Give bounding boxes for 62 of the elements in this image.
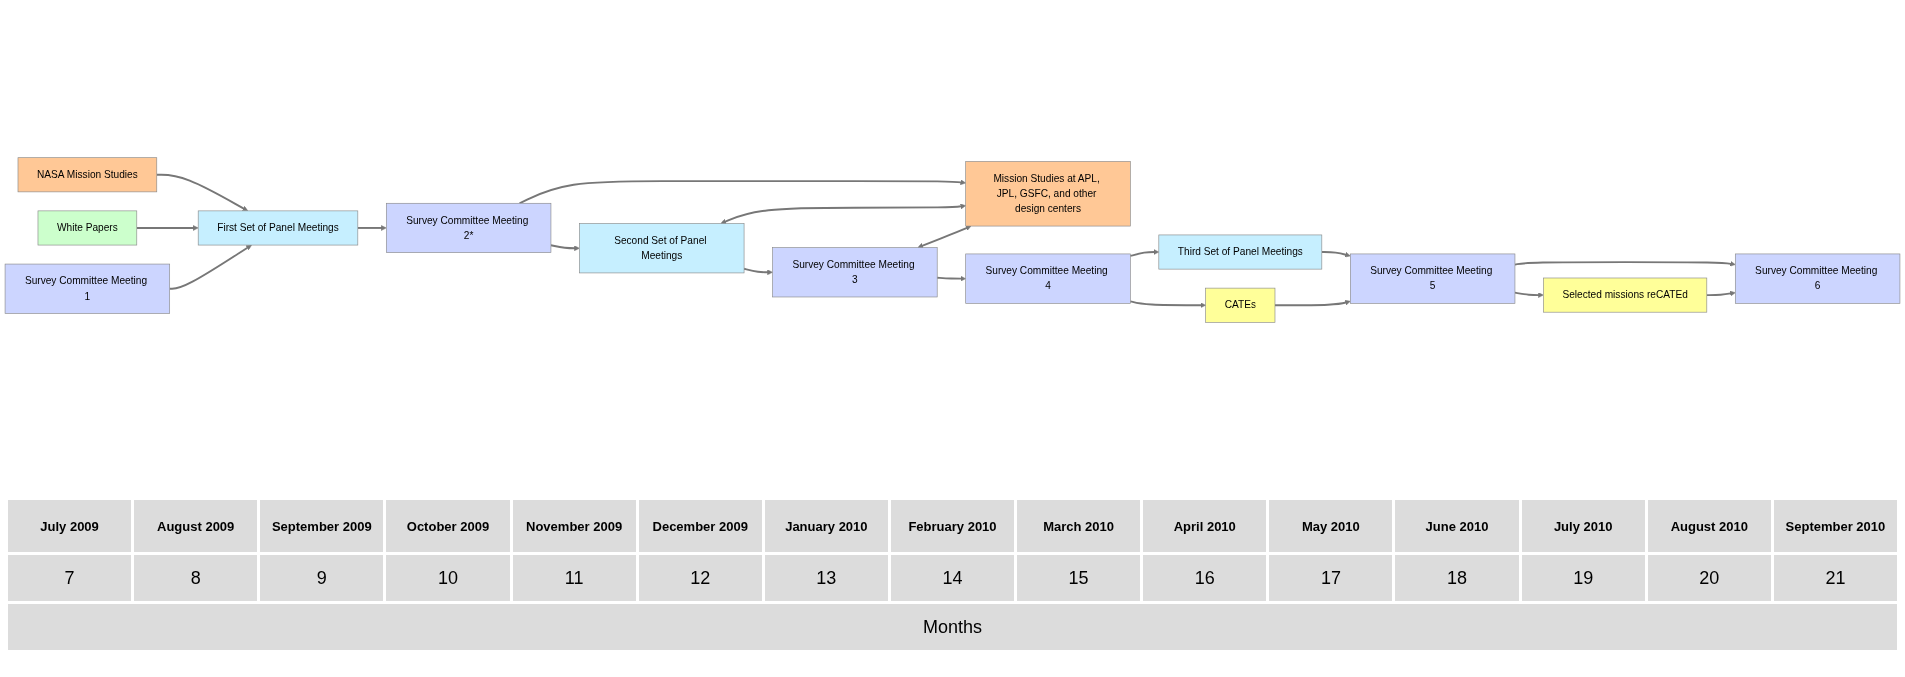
- month-number: 18: [1395, 555, 1519, 601]
- node-box: Survey Committee Meeting 1: [4, 263, 170, 314]
- arrow: [720, 203, 966, 225]
- node-box: NASA Mission Studies: [17, 157, 158, 193]
- node-box: Survey Committee Meeting 6: [1735, 253, 1901, 304]
- arrow: [936, 275, 966, 282]
- arrow: [1514, 261, 1736, 267]
- month-number: 15: [1017, 555, 1141, 601]
- month-label: January 2010: [764, 500, 888, 552]
- arrow: [1705, 290, 1736, 297]
- arrow: [1129, 249, 1160, 257]
- node-box: First Set of Panel Meetings: [197, 210, 359, 246]
- arrow: [356, 225, 387, 231]
- month-number: 13: [764, 555, 888, 601]
- arrow: [168, 244, 252, 290]
- node-box: Second Set of Panel Meetings: [579, 223, 745, 274]
- arrow: [155, 173, 248, 212]
- node-box: Mission Studies at APL, JPL, GSFC, and other design centers: [965, 161, 1131, 227]
- month-number: 8: [134, 555, 258, 601]
- arrow: [743, 267, 773, 276]
- arrow: [917, 225, 972, 249]
- node-box: Selected missions reCATEd: [1543, 277, 1708, 313]
- month-number: 10: [386, 555, 510, 601]
- node-box: Survey Committee Meeting 4: [965, 253, 1131, 304]
- node-box: Third Set of Panel Meetings: [1158, 234, 1323, 270]
- month-label: February 2010: [890, 500, 1015, 552]
- month-number: 11: [512, 555, 636, 601]
- month-label: July 2010: [1521, 500, 1645, 552]
- arrow: [135, 225, 199, 231]
- month-number: 17: [1269, 555, 1393, 601]
- month-number: 16: [1143, 555, 1267, 601]
- month-number: 19: [1521, 555, 1645, 601]
- month-label: October 2009: [386, 500, 510, 552]
- arrow: [1129, 300, 1206, 308]
- month-label: July 2009: [8, 500, 132, 552]
- arrow: [1320, 251, 1351, 258]
- arrow: [1274, 299, 1351, 307]
- month-number: 12: [638, 555, 762, 601]
- month-label: August 2010: [1647, 500, 1771, 552]
- month-label: December 2009: [638, 500, 762, 552]
- axis-title: Months: [8, 604, 1897, 650]
- month-label: November 2009: [512, 500, 636, 552]
- month-label: September 2009: [260, 500, 384, 552]
- month-label: May 2010: [1269, 500, 1393, 552]
- arrow: [1514, 291, 1544, 298]
- node-box: White Papers: [37, 210, 138, 246]
- month-number: 20: [1647, 555, 1771, 601]
- month-label: August 2009: [134, 500, 258, 552]
- arrow: [550, 244, 580, 251]
- node-box: Survey Committee Meeting 5: [1350, 253, 1516, 304]
- node-box: Survey Committee Meeting 3: [772, 247, 938, 298]
- month-number: 9: [260, 555, 384, 601]
- month-label: April 2010: [1143, 500, 1267, 552]
- month-label: March 2010: [1017, 500, 1141, 552]
- node-box: Survey Committee Meeting 2*: [386, 202, 552, 253]
- node-box: CATEs: [1205, 287, 1276, 323]
- month-number: 21: [1773, 555, 1897, 601]
- month-label: September 2010: [1773, 500, 1897, 552]
- arrow: [518, 179, 966, 205]
- month-number: 7: [8, 555, 132, 601]
- month-label: June 2010: [1395, 500, 1519, 552]
- month-number: 14: [890, 555, 1015, 601]
